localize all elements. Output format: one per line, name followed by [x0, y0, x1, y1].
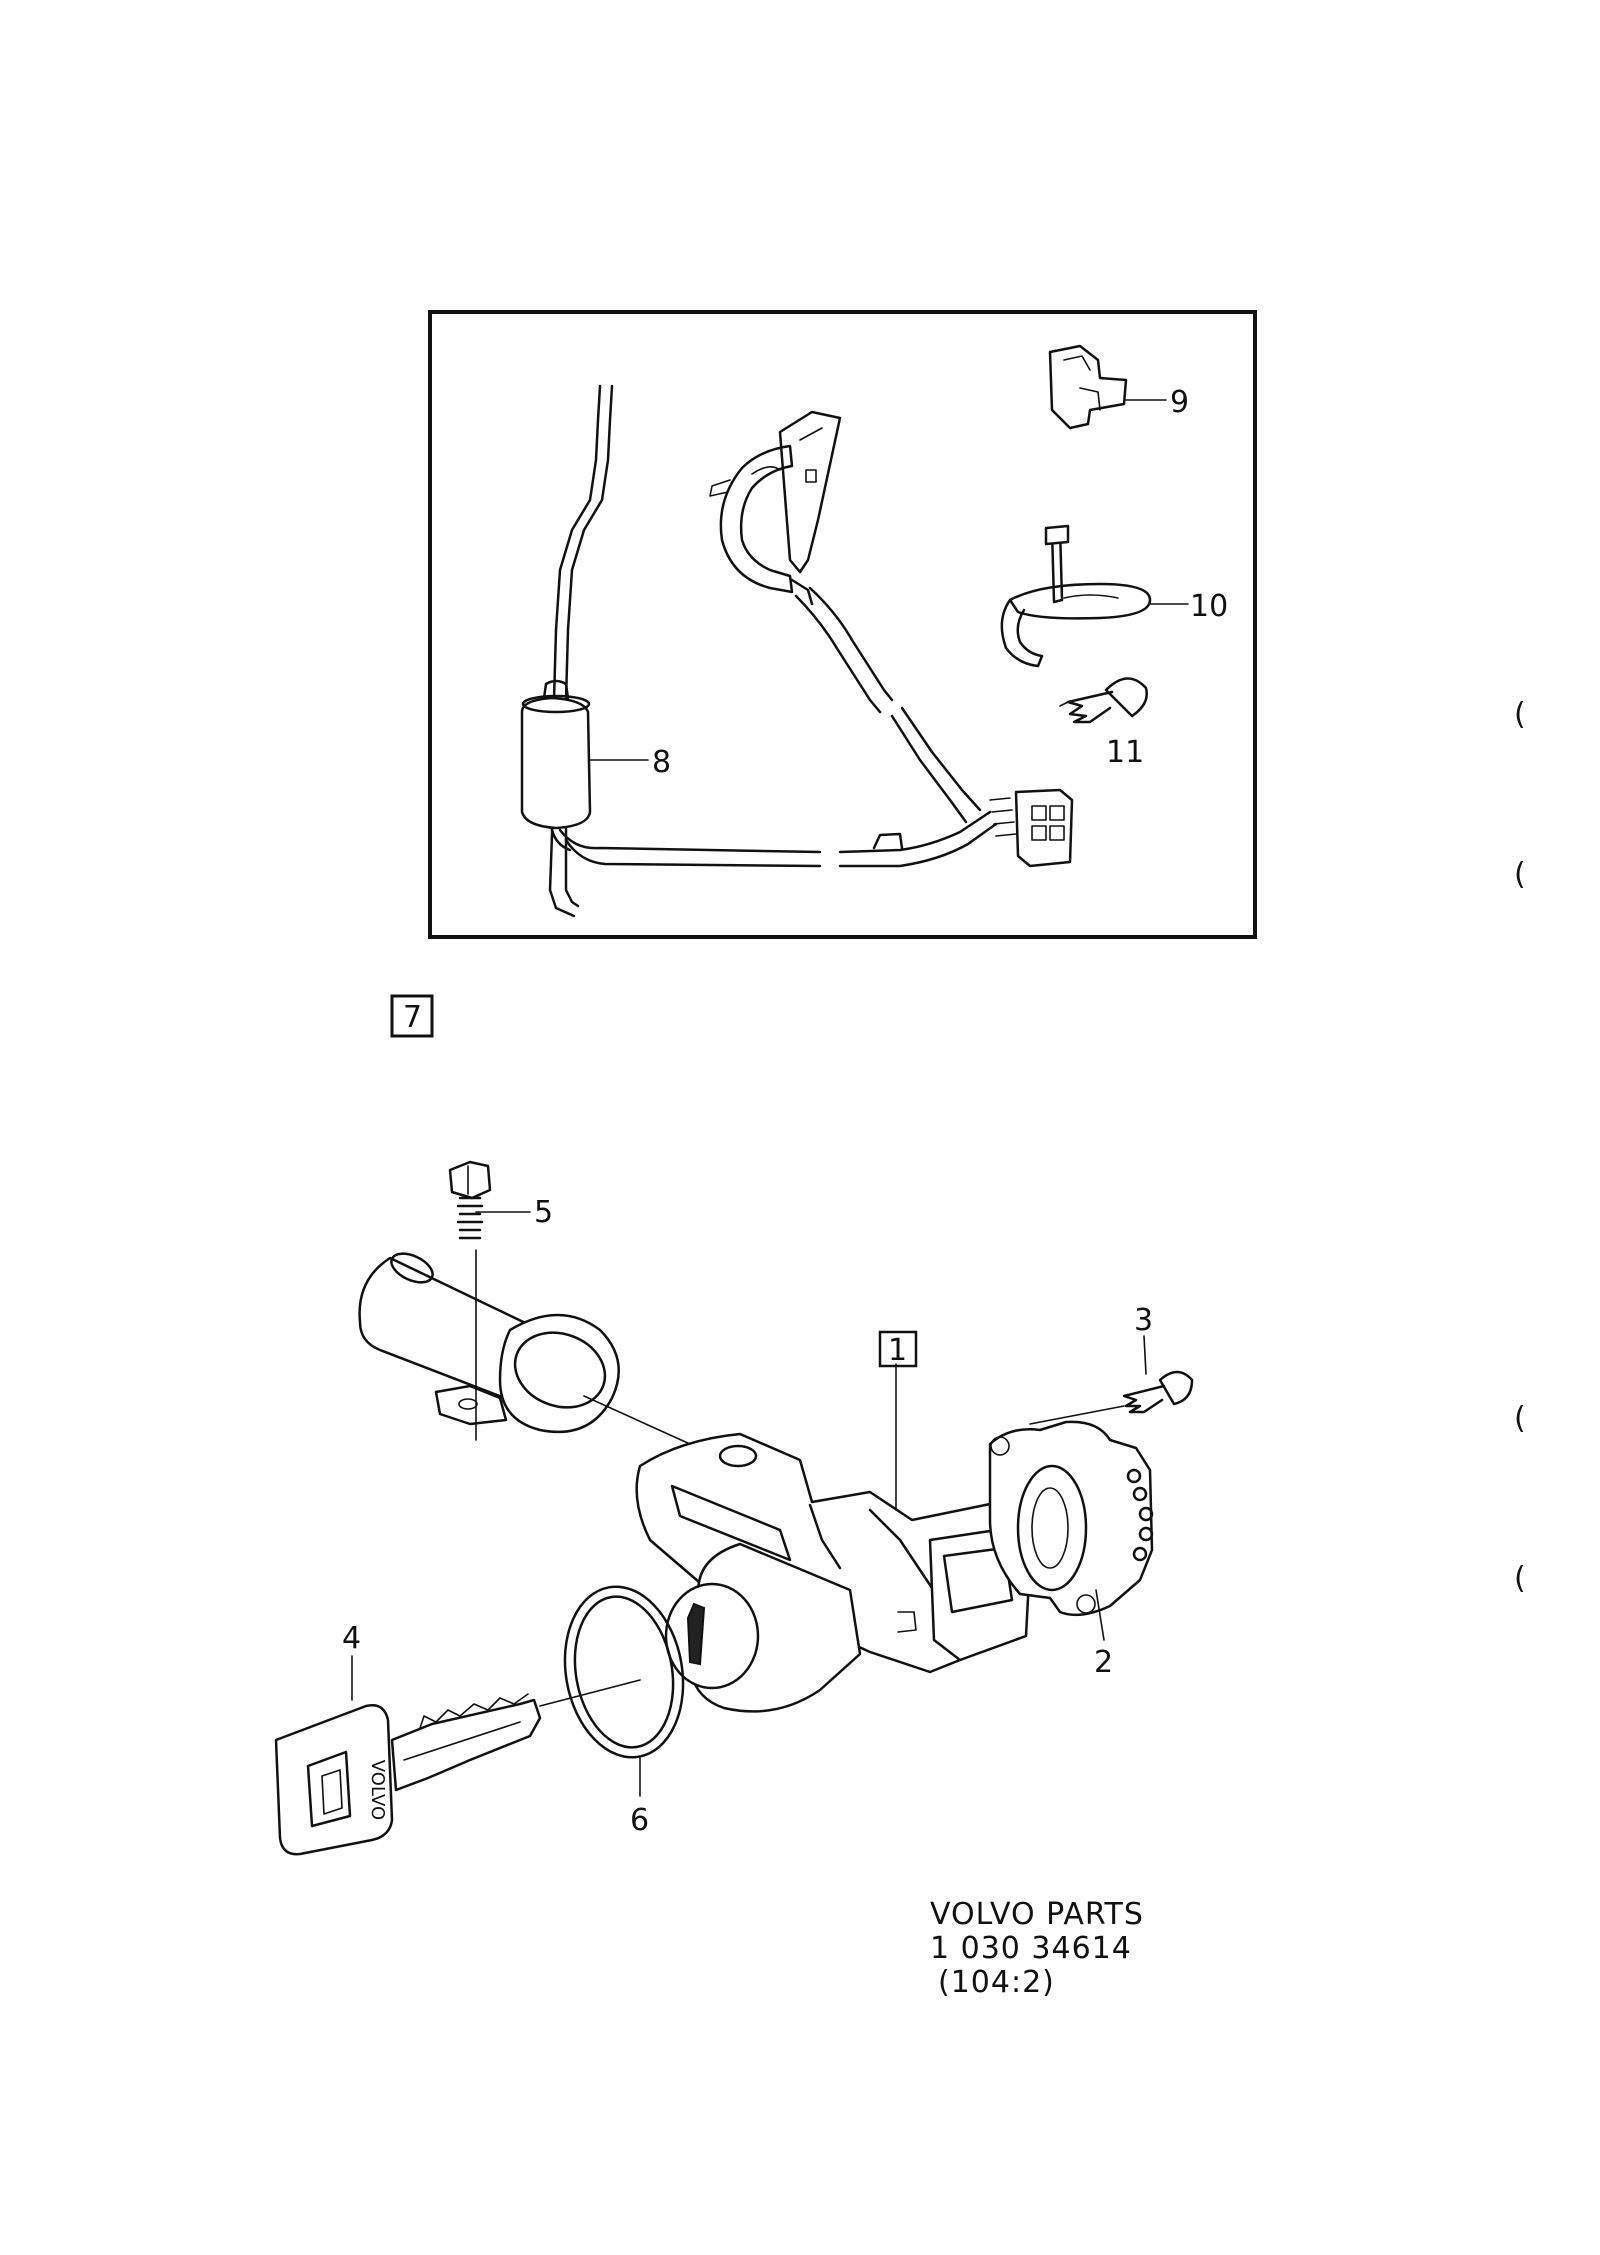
column-tube-clamp: [358, 1249, 691, 1445]
callout-7-box: 7: [390, 994, 434, 1038]
footer-line2: 1 030 34614: [930, 1931, 1132, 1966]
wire-harness-8: [520, 384, 998, 918]
callout-10: 10: [1190, 589, 1228, 624]
key-brand-text: VOLVO: [367, 1760, 388, 1820]
margin-mark-3: (: [1514, 1401, 1526, 1436]
bolt-5: [448, 1160, 531, 1240]
callout-3: 3: [1134, 1303, 1153, 1338]
margin-mark-1: (: [1514, 697, 1526, 732]
cable-tie-10: [1000, 524, 1189, 668]
callout-9: 9: [1170, 385, 1189, 420]
callout-8: 8: [652, 745, 671, 780]
ignition-switch-2: [988, 1420, 1154, 1641]
footer-line1: VOLVO PARTS: [930, 1897, 1144, 1932]
callout-4: 4: [342, 1621, 361, 1656]
connector-plug: [989, 788, 1074, 868]
margin-marks: ( ( ( (: [1514, 697, 1526, 1596]
footer-line3: (104:2): [938, 1965, 1055, 2000]
margin-mark-2: (: [1514, 857, 1526, 892]
callout-11: 11: [1106, 735, 1144, 770]
callout-1: 1: [888, 1333, 907, 1368]
footer-reference: VOLVO PARTS 1 030 34614 (104:2): [930, 1897, 1144, 2000]
callout-7: 7: [403, 1000, 422, 1035]
callout-2: 2: [1094, 1645, 1113, 1680]
ignition-lock-assembly: VOLVO 5 1 3 2 4 6: [274, 1160, 1194, 1856]
clip-9: [1048, 344, 1167, 430]
callout-5: 5: [534, 1195, 553, 1230]
key-4: VOLVO: [274, 1655, 641, 1856]
margin-mark-4: (: [1514, 1561, 1526, 1596]
lock-housing-1: [635, 1363, 1032, 1713]
screw-11: [1059, 677, 1148, 724]
screw-3: [1029, 1335, 1194, 1425]
inset-harness-panel: 8 9 10 11: [428, 310, 1257, 939]
callout-6: 6: [630, 1803, 649, 1838]
switch-bracket: [709, 410, 982, 824]
o-ring-6: [563, 1585, 685, 1797]
